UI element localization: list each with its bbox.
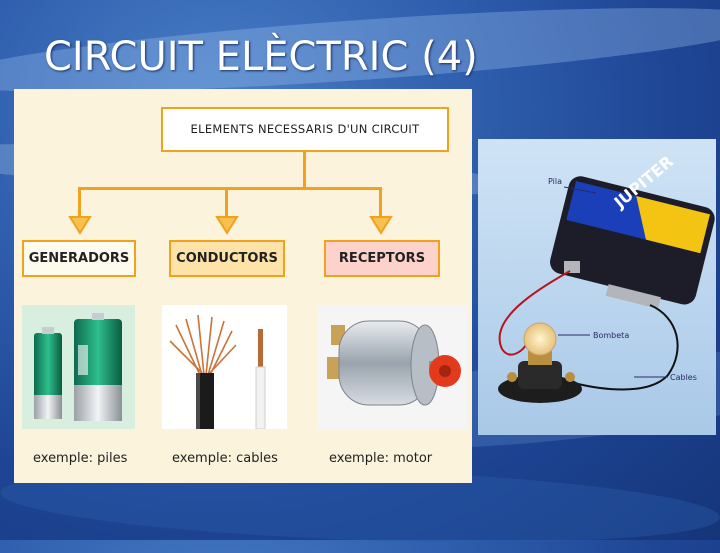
- connector-line: [78, 187, 81, 217]
- category-receptors: RECEPTORS: [324, 240, 440, 277]
- connector-line: [78, 187, 382, 190]
- connector-line: [379, 187, 382, 217]
- slide-title: CIRCUIT ELÈCTRIC (4): [44, 34, 478, 80]
- circuit-photo: JUPITER Pila Bombeta Cables: [478, 139, 716, 435]
- category-conductors: CONDUCTORS: [169, 240, 285, 277]
- diagram-panel: ELEMENTS NECESSARIS D'UN CIRCUIT GENERAD…: [14, 89, 472, 483]
- cables-image: [162, 305, 287, 429]
- generators-caption: exemple: piles: [33, 451, 128, 466]
- motor-image: [317, 305, 467, 429]
- connector-line: [303, 152, 306, 188]
- arrow-down-icon: [215, 216, 239, 235]
- battery-label: Pila: [548, 177, 562, 186]
- arrow-down-icon: [369, 216, 393, 235]
- batteries-image: [22, 305, 135, 429]
- category-generators: GENERADORS: [22, 240, 136, 277]
- conductors-caption: exemple: cables: [172, 451, 278, 466]
- connector-line: [225, 187, 228, 217]
- root-node: ELEMENTS NECESSARIS D'UN CIRCUIT: [161, 107, 449, 152]
- receptors-caption: exemple: motor: [329, 451, 433, 466]
- wires-label: Cables: [670, 373, 697, 382]
- arrow-down-icon: [68, 216, 92, 235]
- bulb-label: Bombeta: [593, 331, 629, 340]
